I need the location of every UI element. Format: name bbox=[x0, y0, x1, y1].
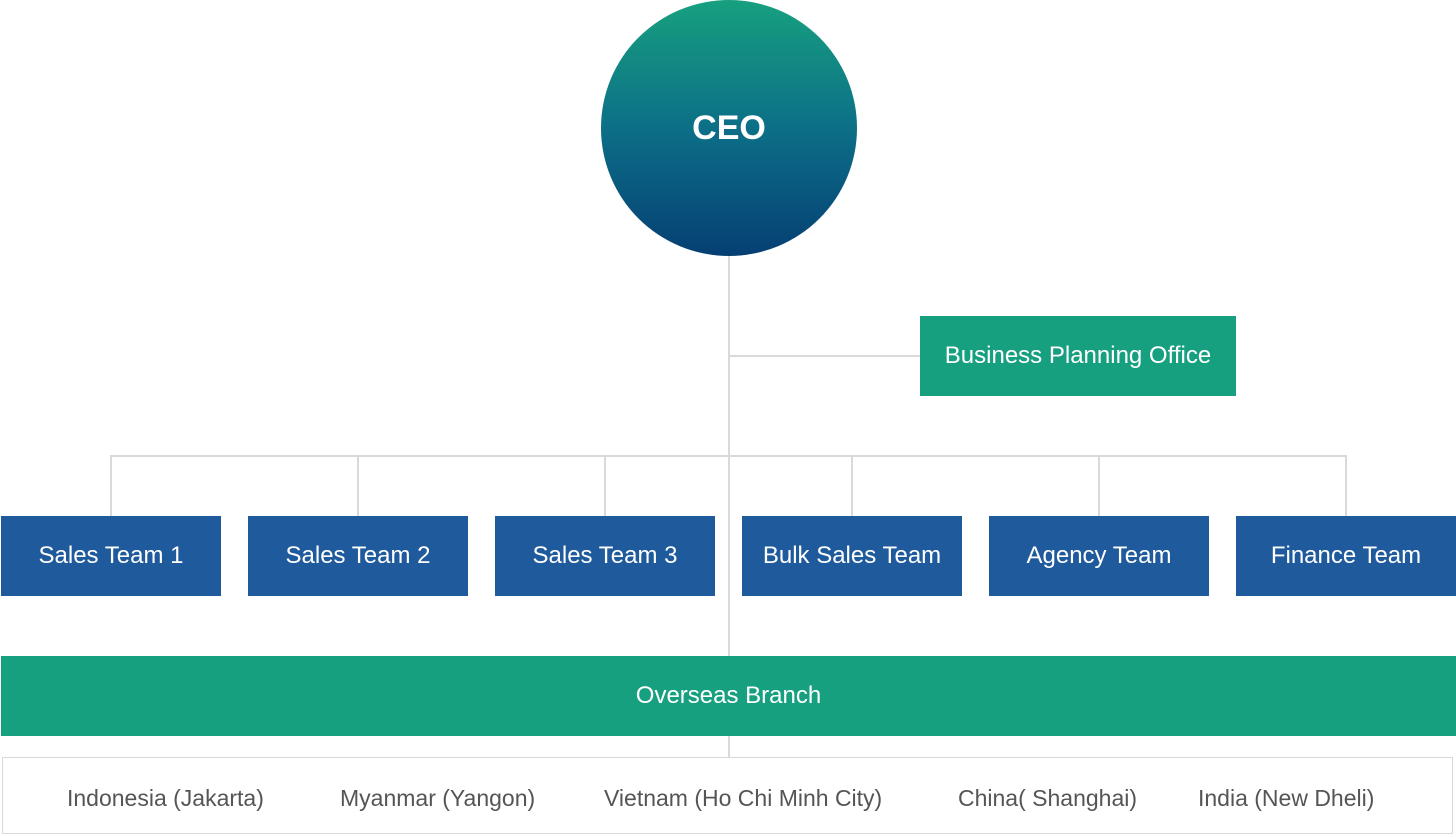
team-label: Bulk Sales Team bbox=[762, 542, 942, 569]
teams-horizontal-connector bbox=[110, 455, 1347, 457]
team-node-bulk-sales: Bulk Sales Team bbox=[742, 516, 962, 596]
team-node-agency: Agency Team bbox=[989, 516, 1209, 596]
team-node-sales-2: Sales Team 2 bbox=[248, 516, 468, 596]
branch-location: China( Shanghai) bbox=[958, 785, 1138, 811]
team-drop-connector bbox=[110, 455, 112, 516]
overseas-branch-node: Overseas Branch bbox=[1, 656, 1456, 736]
team-drop-connector bbox=[1345, 455, 1347, 516]
team-label: Agency Team bbox=[1026, 542, 1172, 569]
team-node-sales-3: Sales Team 3 bbox=[495, 516, 715, 596]
business-planning-office-node: Business Planning Office bbox=[920, 316, 1236, 396]
staff-branch-connector bbox=[730, 355, 920, 357]
team-label: Sales Team 3 bbox=[532, 542, 678, 569]
branch-location: Vietnam (Ho Chi Minh City) bbox=[604, 785, 883, 811]
team-drop-connector bbox=[604, 455, 606, 516]
ceo-label: CEO bbox=[692, 108, 766, 147]
team-node-sales-1: Sales Team 1 bbox=[1, 516, 221, 596]
branch-location: Myanmar (Yangon) bbox=[340, 785, 536, 811]
team-label: Sales Team 1 bbox=[38, 542, 184, 569]
team-label: Sales Team 2 bbox=[285, 542, 431, 569]
team-drop-connector bbox=[1098, 455, 1100, 516]
team-node-finance: Finance Team bbox=[1236, 516, 1456, 596]
branch-location: Indonesia (Jakarta) bbox=[67, 785, 264, 811]
overseas-branch-label: Overseas Branch bbox=[635, 682, 822, 709]
branch-location: India (New Dheli) bbox=[1198, 785, 1375, 811]
ceo-node: CEO bbox=[601, 0, 857, 256]
branch-locations-panel: Indonesia (Jakarta) Myanmar (Yangon) Vie… bbox=[2, 757, 1453, 834]
business-planning-office-label: Business Planning Office bbox=[944, 342, 1212, 369]
team-drop-connector bbox=[357, 455, 359, 516]
team-drop-connector bbox=[851, 455, 853, 516]
branches-connector bbox=[728, 736, 730, 757]
team-label: Finance Team bbox=[1270, 542, 1422, 569]
